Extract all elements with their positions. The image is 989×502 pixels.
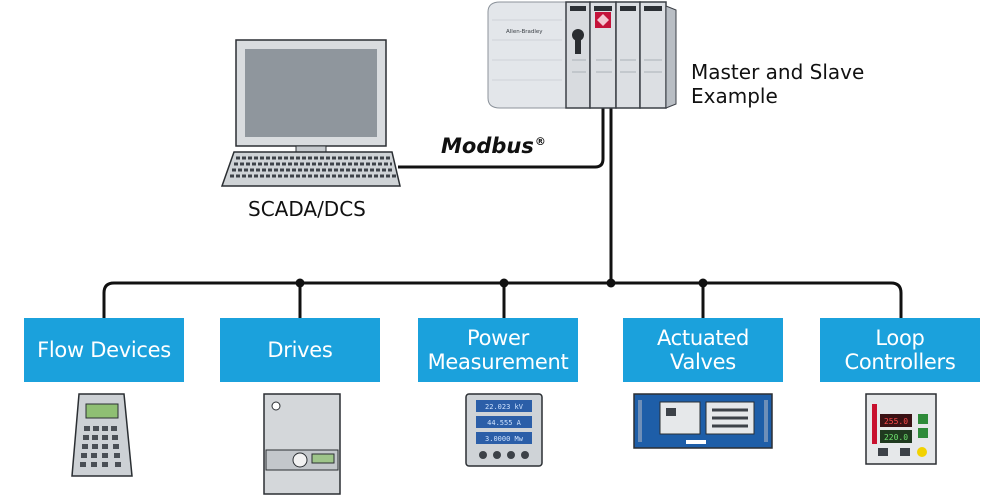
controller-readout: 220.0 xyxy=(884,433,908,442)
controller-readout: 255.0 xyxy=(884,417,908,426)
node-label: Loop Controllers xyxy=(844,326,956,374)
node-flow-devices: Flow Devices xyxy=(24,318,184,382)
meter-readout: 3.0000 Mw xyxy=(485,435,524,443)
power-meter-icon: 22.023 kV 44.555 A 3.0000 Mw xyxy=(465,393,543,467)
bus-junction xyxy=(499,278,509,288)
node-label: Flow Devices xyxy=(37,338,171,362)
node-label: Actuated Valves xyxy=(656,326,750,374)
handheld-terminal-icon xyxy=(71,393,133,477)
node-label: Power Measurement xyxy=(427,326,569,374)
node-drives: Drives xyxy=(220,318,380,382)
scada-label: SCADA/DCS xyxy=(248,197,366,221)
loop-controller-icon: 255.0 220.0 xyxy=(865,393,937,465)
plc-brand-label: Allen-Bradley xyxy=(506,29,543,35)
node-loop-controllers: Loop Controllers xyxy=(820,318,980,382)
protocol-label: Modbus® xyxy=(441,134,546,158)
drive-cabinet-icon xyxy=(263,393,341,495)
valve-controller-icon xyxy=(633,393,773,449)
bus-junction xyxy=(295,278,305,288)
computer-icon xyxy=(220,39,401,187)
meter-readout: 44.555 A xyxy=(487,419,522,427)
node-label: Drives xyxy=(267,338,333,362)
node-actuated-valves: Actuated Valves xyxy=(623,318,783,382)
registered-mark: ® xyxy=(534,135,546,148)
node-power-measurement: Power Measurement xyxy=(418,318,578,382)
bus-junction xyxy=(606,278,616,288)
bus-junction xyxy=(698,278,708,288)
meter-readout: 22.023 kV xyxy=(485,403,524,411)
plc-chassis-icon: Allen-Bradley xyxy=(487,1,677,109)
protocol-name: Modbus xyxy=(441,134,534,158)
modbus-link-line xyxy=(398,108,605,169)
master-slave-label: Master and Slave Example xyxy=(691,60,865,108)
